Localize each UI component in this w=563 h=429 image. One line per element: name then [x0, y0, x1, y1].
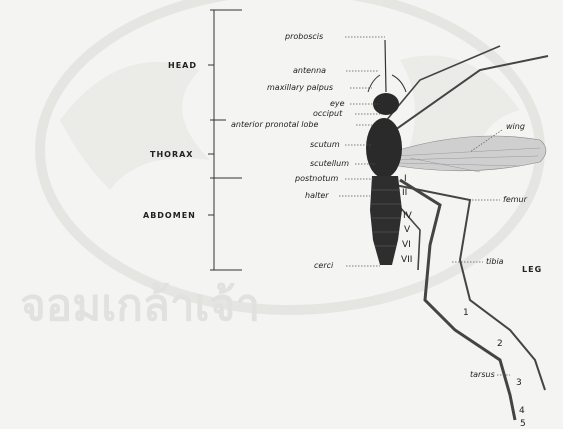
tarsal-number: 4 — [519, 406, 525, 416]
watermark-text: จอมเกล้าเจ้า — [20, 280, 260, 331]
label-scutum: scutum — [310, 140, 340, 149]
label-maxillary-palpus: maxillary palpus — [267, 83, 333, 92]
label-tarsus: tarsus — [470, 370, 495, 379]
label-eye: eye — [330, 99, 345, 108]
segment-label: V — [404, 225, 411, 235]
segment-label: VII — [401, 255, 412, 265]
segment-label: IV — [403, 211, 413, 221]
label-wing: wing — [506, 122, 525, 131]
region-label-leg: LEG — [522, 265, 542, 274]
tarsal-number: 3 — [516, 378, 522, 388]
region-brace — [208, 10, 242, 270]
segment-label: VI — [402, 240, 411, 250]
mosquito-body — [366, 40, 406, 265]
label-halter: halter — [305, 191, 329, 200]
label-postnotum: postnotum — [294, 174, 338, 183]
tarsal-number: 5 — [520, 419, 526, 429]
label-scutellum: scutellum — [310, 159, 349, 168]
label-occiput: occiput — [313, 109, 343, 118]
label-proboscis: proboscis — [284, 32, 323, 41]
tarsal-number: 2 — [497, 339, 503, 349]
label-anterior-pronotal-lobe: anterior pronotal lobe — [231, 120, 318, 129]
region-label-thorax: THORAX — [150, 150, 193, 159]
label-cerci: cerci — [314, 261, 334, 270]
segment-label: II — [402, 188, 407, 198]
segment-label: I — [404, 174, 407, 184]
label-tibia: tibia — [486, 257, 504, 266]
tarsal-number: 1 — [463, 308, 469, 318]
label-antenna: antenna — [293, 66, 326, 75]
label-femur: femur — [503, 195, 528, 204]
region-label-head: HEAD — [168, 61, 197, 70]
region-label-abdomen: ABDOMEN — [143, 211, 196, 220]
